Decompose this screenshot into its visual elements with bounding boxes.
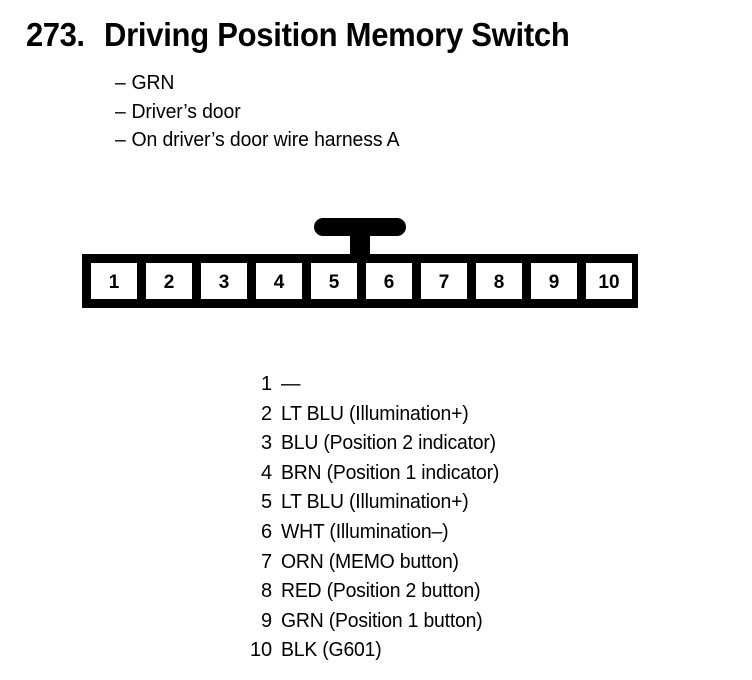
- pin-cell: [311, 263, 357, 299]
- pinout-row: 8 RED (Position 2 button): [238, 580, 506, 610]
- pinout-row-description: BLK (G601): [281, 639, 382, 662]
- pinout-row-description: BLU (Position 2 indicator): [281, 432, 496, 455]
- pinout-row-number: 10: [249, 639, 272, 662]
- pin-cell: [531, 263, 577, 299]
- pinout-row-number: 7: [260, 550, 272, 573]
- note-line: –On driver’s door wire harness A: [115, 126, 400, 155]
- pinout-row-description: GRN (Position 1 button): [281, 609, 483, 632]
- pin-cell: [91, 263, 137, 299]
- pinout-row-description: —: [281, 373, 301, 395]
- pin-cell-number: 7: [439, 272, 450, 293]
- pin-cell: [146, 263, 192, 299]
- pinout-row: 9 GRN (Position 1 button): [238, 610, 506, 640]
- note-label: Driver’s door: [131, 100, 241, 123]
- pin-cell: [366, 263, 412, 299]
- pinout-list: 1 — 2 LT BLU (Illumination+) 3 BLU (Posi…: [238, 373, 506, 669]
- connector-svg: 1 2 3 4 5 6 7 8 9 10: [82, 218, 638, 308]
- pinout-row-number: 1: [260, 373, 272, 395]
- pinout-row-number: 9: [260, 609, 272, 632]
- pinout-row-description: LT BLU (Illumination+): [281, 402, 469, 425]
- pinout-row: 10 BLK (G601): [238, 639, 506, 669]
- pin-cell-number: 1: [109, 272, 120, 293]
- pin-cell-number: 6: [384, 272, 395, 293]
- pinout-row-number: 3: [260, 432, 272, 455]
- pinout-row-number: 8: [260, 580, 272, 603]
- pinout-row: 2 LT BLU (Illumination+): [238, 403, 506, 433]
- pin-cell: [201, 263, 247, 299]
- note-dash-icon: –: [115, 72, 126, 94]
- pinout-row: 7 ORN (MEMO button): [238, 551, 506, 581]
- pinout-row-number: 2: [260, 402, 272, 425]
- pinout-row: 1 —: [238, 373, 506, 403]
- pin-cell: [256, 263, 302, 299]
- pin-cell-number: 3: [219, 272, 230, 293]
- pin-cell-number: 2: [164, 272, 175, 293]
- pin-cell: [421, 263, 467, 299]
- note-label: On driver’s door wire harness A: [131, 129, 400, 151]
- pinout-row: 3 BLU (Position 2 indicator): [238, 432, 506, 462]
- pin-cell: [476, 263, 522, 299]
- note-line: –Driver’s door: [115, 98, 399, 127]
- pin-cell-number: 10: [598, 272, 619, 293]
- page-title-text: Driving Position Memory Switch: [104, 16, 570, 53]
- note-line: –GRN: [115, 69, 399, 98]
- pinout-row-number: 6: [260, 520, 272, 543]
- pinout-row: 4 BRN (Position 1 indicator): [238, 462, 506, 492]
- pinout-row: 5 LT BLU (Illumination+): [238, 491, 506, 521]
- pin-cell: [586, 263, 632, 299]
- note-label: GRN: [131, 72, 175, 94]
- page-title-number: 273.: [26, 16, 85, 53]
- pin-cell-numbers: 1 2 3 4 5 6 7 8 9 10: [109, 272, 620, 293]
- locking-tab-icon: [314, 218, 406, 258]
- pinout-row-description: ORN (MEMO button): [281, 550, 459, 573]
- pin-cells: [91, 263, 632, 299]
- pinout-row-number: 5: [260, 491, 272, 514]
- pinout-row-description: BRN (Position 1 indicator): [281, 461, 500, 484]
- pin-cell-number: 4: [274, 272, 285, 293]
- pinout-row-description: LT BLU (Illumination+): [281, 491, 469, 514]
- note-dash-icon: –: [115, 129, 126, 151]
- notes-list: –GRN –Driver’s door –On driver’s door wi…: [115, 69, 408, 155]
- pinout-row-description: WHT (Illumination–): [281, 520, 449, 543]
- pinout-row-description: RED (Position 2 button): [281, 580, 481, 603]
- pin-cell-number: 9: [549, 272, 560, 293]
- connector-diagram: 1 2 3 4 5 6 7 8 9 10: [82, 218, 638, 308]
- note-dash-icon: –: [115, 100, 126, 123]
- pin-cell-number: 8: [494, 272, 505, 293]
- pinout-row: 6 WHT (Illumination–): [238, 521, 506, 551]
- pinout-row-number: 4: [260, 461, 272, 484]
- pin-cell-number: 5: [329, 272, 340, 293]
- page-title: 273. Driving Position Memory Switch: [26, 16, 599, 54]
